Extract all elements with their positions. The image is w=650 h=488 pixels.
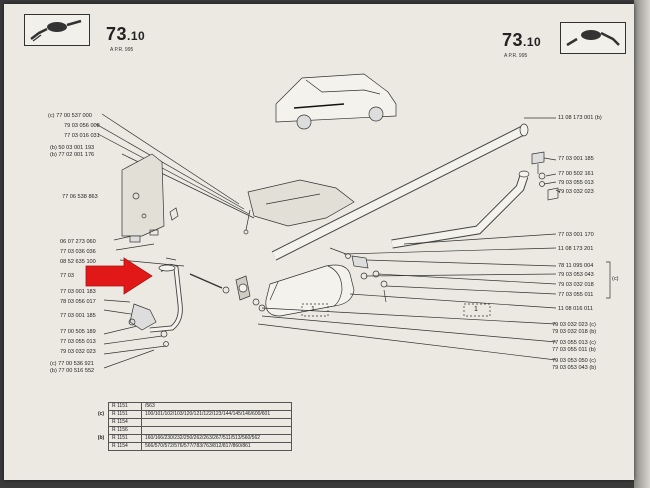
part-ref: 77 06 538 863: [62, 194, 98, 200]
section-code: 73: [502, 30, 524, 50]
table-cell: [94, 427, 109, 435]
exhaust-exploded-diagram: [85, 73, 611, 369]
part-ref: 79 03 032 023 (c): [552, 322, 596, 328]
part-ref: 79 03 053 043: [558, 272, 594, 278]
part-ref: 77 03 001 170: [558, 232, 594, 238]
part-ref: 06 07 273 060: [60, 239, 96, 245]
table-cell: [94, 403, 109, 411]
part-ref: (b) 77 00 516 552: [50, 368, 95, 374]
part-ref: (c) 77 00 537 000: [48, 113, 92, 119]
table-cell: R 1154: [108, 418, 142, 427]
part-ref: 77 03 001 185: [60, 313, 96, 319]
table-row: (c) R 1151 100/101/102/103/120/121/122/1…: [94, 410, 292, 419]
table-row: R 1151 /563: [94, 402, 292, 411]
part-ref: 79 03 032 023: [558, 189, 594, 195]
section-sub: .10: [523, 35, 542, 49]
part-ref: 77 03 016 031: [64, 133, 100, 139]
part-ref: 77 03 036 036: [60, 249, 96, 255]
section-number-right: 73.10: [502, 30, 541, 51]
part-ref: 11 08 173 001 (b): [558, 115, 602, 121]
part-ref: 77 00 505 189: [60, 329, 96, 335]
part-ref: 77 00 502 161: [558, 171, 594, 177]
table-cell: (b): [97, 435, 105, 441]
part-ref: 79 03 032 018: [558, 282, 594, 288]
car-illustration: [275, 73, 397, 130]
catalog-page: 73.10 A P.R. 995 73.10 A P.R. 995: [4, 4, 634, 480]
part-ref: 79 03 055 013: [558, 180, 594, 186]
section-number-left: 73.10: [106, 24, 145, 45]
part-ref: 79 03 053 043 (b): [552, 365, 597, 371]
part-ref: 77 03 001 185: [558, 156, 594, 162]
part-ref: 79 03 056 008: [64, 123, 100, 129]
box-mark: 1: [474, 306, 478, 313]
part-ref: 79 03 053 050 (c): [552, 358, 596, 364]
table-cell: [94, 443, 109, 451]
section-code: 73: [106, 24, 128, 44]
table-cell: R 1151: [108, 410, 142, 419]
part-ref: 78 03 056 017: [60, 299, 96, 305]
part-ref: 77 03 055 011 (b): [552, 347, 596, 353]
red-arrow-icon: [85, 257, 153, 295]
part-ref: 79 03 032 023: [60, 349, 96, 355]
table-cell: R 1151: [108, 434, 142, 443]
header-icon-left: [24, 14, 90, 46]
table-cell: 160/166/230/232/250/262/263/267/511/513/…: [141, 434, 292, 443]
table-row: R 1156: [94, 426, 292, 435]
part-ref: 77 03: [60, 273, 74, 279]
table-cell: [141, 426, 292, 435]
table-cell: [94, 419, 109, 427]
exhaust-icon: [566, 30, 620, 47]
table-cell: (c): [97, 411, 105, 417]
header-icon-right: [560, 22, 626, 54]
table-cell: R 1154: [108, 442, 142, 451]
binder-spine: [634, 0, 650, 488]
part-ref: 77 03 055 011: [558, 292, 594, 298]
table-row: R 1154 566/570/572/576/577/783/763/812/8…: [94, 442, 292, 451]
part-ref: (c) 77 00 536 921: [50, 361, 94, 367]
bracket-note: (c): [612, 276, 619, 282]
part-ref: (b) 50 03 001 193: [50, 145, 95, 151]
part-ref: 11 08 016 011: [558, 306, 593, 312]
section-sub: .10: [127, 29, 146, 43]
model-applicability-table: R 1151 /563 (c) R 1151 100/101/102/103/1…: [94, 402, 292, 451]
exhaust-icon: [30, 19, 82, 42]
table-cell: R 1156: [108, 426, 142, 435]
section-ref-left: A P.R. 995: [110, 47, 134, 53]
section-ref-right: A P.R. 995: [504, 53, 528, 59]
table-cell: 100/101/102/103/120/121/122/123/144/145/…: [141, 410, 292, 419]
part-ref: (b) 77 02 001 176: [50, 152, 95, 158]
part-ref: 78 11 095 004: [558, 263, 594, 269]
table-row: R 1154: [94, 418, 292, 427]
part-ref: 77 03 055 013 (c): [552, 340, 596, 346]
part-ref: 79 03 032 018 (b): [552, 329, 597, 335]
part-ref: 77 03 055 013: [60, 339, 96, 345]
part-ref: 08 52 635 100: [60, 259, 96, 265]
table-cell: /563: [141, 402, 292, 411]
table-cell: [141, 418, 292, 427]
box-mark: 1: [311, 306, 315, 313]
part-ref: 77 03 001 183: [60, 289, 96, 295]
table-cell: R 1151: [108, 402, 142, 411]
table-row: (b) R 1151 160/166/230/232/250/262/263/2…: [94, 434, 292, 443]
part-ref: 11 08 173 201: [558, 246, 594, 252]
table-cell: 566/570/572/576/577/783/763/812/817/860/…: [141, 442, 292, 451]
